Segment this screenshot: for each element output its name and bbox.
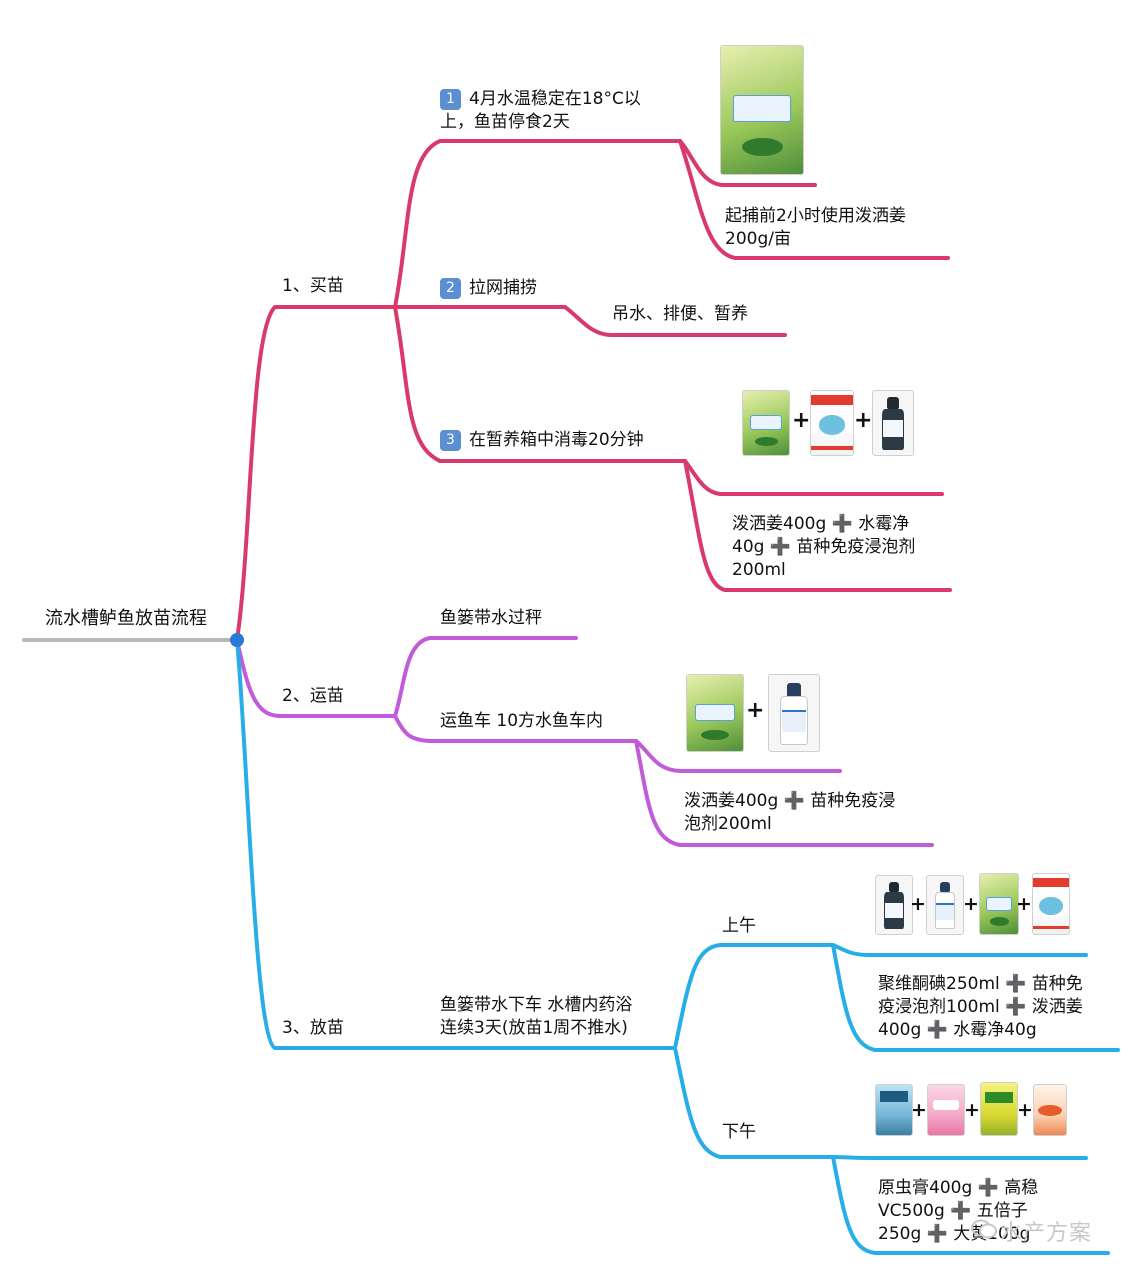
root-title: 流水槽鲈鱼放苗流程: [45, 608, 207, 629]
step2-number-badge: 2: [440, 278, 461, 299]
morning-detail-line3: 400g ➕ 水霉净40g: [878, 1020, 1037, 1040]
branch1-connectors: [235, 139, 952, 642]
watermark-text: 水产方案: [1000, 1221, 1093, 1246]
plus-icon: +: [1016, 893, 1032, 915]
step3-number-badge: 3: [440, 430, 461, 451]
pojiang-product-image: [686, 674, 744, 752]
bottle-product-image: [875, 875, 913, 935]
branch2-item1: 鱼篓带水过秤: [440, 608, 542, 628]
afternoon-detail-line1: 原虫膏400g ➕ 高稳: [878, 1178, 1039, 1198]
shuimeijing-product-image: [810, 390, 854, 456]
branch1-step1: 1 4月水温稳定在18°C以 上，鱼苗停食2天: [440, 88, 641, 134]
shuimeijing-product-image: [1032, 873, 1070, 935]
step1-detail-line1: 起捕前2小时使用泼洒姜: [725, 206, 906, 226]
afternoon-detail-line2: VC500g ➕ 五倍子: [878, 1201, 1028, 1221]
plus-icon: +: [746, 698, 765, 723]
pojiang-product-image: [742, 390, 790, 456]
vc-product-image: [927, 1084, 965, 1136]
step3-detail-line1: 泼洒姜400g ➕ 水霉净: [732, 514, 910, 534]
wubeizi-product-image: [980, 1082, 1018, 1136]
step2-text: 拉网捕捞: [469, 278, 537, 298]
bottle-product-image: [926, 875, 964, 935]
dahuang-product-image: [1033, 1084, 1067, 1136]
step1-detail: 起捕前2小时使用泼洒姜 200g/亩: [725, 205, 906, 251]
plus-icon: +: [854, 408, 873, 433]
root-node-dot: [230, 633, 244, 647]
morning-detail: 聚维酮碘250ml ➕ 苗种免 疫浸泡剂100ml ➕ 泼洒姜 400g ➕ 水…: [878, 973, 1083, 1042]
step3-detail-line2: 40g ➕ 苗种免疫浸泡剂: [732, 537, 916, 557]
bottle-product-image: [872, 390, 914, 456]
branch2-detail-line2: 泡剂200ml: [684, 814, 772, 834]
step1-text-line2: 上，鱼苗停食2天: [440, 112, 570, 132]
branch2-detail: 泼洒姜400g ➕ 苗种免疫浸 泡剂200ml: [684, 790, 895, 836]
morning-label: 上午: [722, 916, 756, 936]
branch1-label: 1、买苗: [282, 276, 344, 296]
branch3-main: 鱼篓带水下车 水槽内药浴 连续3天(放苗1周不推水): [440, 994, 632, 1040]
step1-detail-line2: 200g/亩: [725, 229, 791, 249]
step2-detail: 吊水、排便、暂养: [612, 304, 748, 324]
pojiang-product-image: [720, 45, 804, 175]
branch2-connectors: [235, 636, 934, 847]
plus-icon: +: [911, 1099, 927, 1121]
step1-number-badge: 1: [440, 89, 461, 110]
branch1-step2: 2 拉网捕捞: [440, 277, 537, 300]
plus-icon: +: [964, 1099, 980, 1121]
branch2-item2: 运鱼车 10方水鱼车内: [440, 711, 604, 731]
branch2-label: 2、运苗: [282, 686, 344, 706]
pojiang-product-image: [979, 873, 1019, 935]
plus-icon: +: [963, 893, 979, 915]
plus-icon: +: [1017, 1099, 1033, 1121]
morning-detail-line1: 聚维酮碘250ml ➕ 苗种免: [878, 974, 1083, 994]
branch3-main-line2: 连续3天(放苗1周不推水): [440, 1018, 628, 1038]
branch3-main-line1: 鱼篓带水下车 水槽内药浴: [440, 995, 633, 1015]
bottle-product-image: [768, 674, 820, 752]
wechat-icon: [971, 1219, 997, 1239]
branch3-label: 3、放苗: [282, 1018, 344, 1038]
branch1-step3: 3 在暂养箱中消毒20分钟: [440, 429, 644, 452]
step3-detail-line3: 200ml: [732, 560, 786, 580]
afternoon-label: 下午: [722, 1122, 756, 1142]
yuanchonggao-product-image: [875, 1084, 913, 1136]
step3-detail: 泼洒姜400g ➕ 水霉净 40g ➕ 苗种免疫浸泡剂 200ml: [732, 513, 915, 582]
step3-text: 在暂养箱中消毒20分钟: [469, 430, 644, 450]
branch2-detail-line1: 泼洒姜400g ➕ 苗种免疫浸: [684, 791, 896, 811]
branch3-connectors: [235, 638, 1120, 1255]
morning-detail-line2: 疫浸泡剂100ml ➕ 泼洒姜: [878, 997, 1083, 1017]
plus-icon: +: [792, 408, 811, 433]
plus-icon: +: [910, 893, 926, 915]
step1-text-line1: 4月水温稳定在18°C以: [469, 89, 641, 109]
